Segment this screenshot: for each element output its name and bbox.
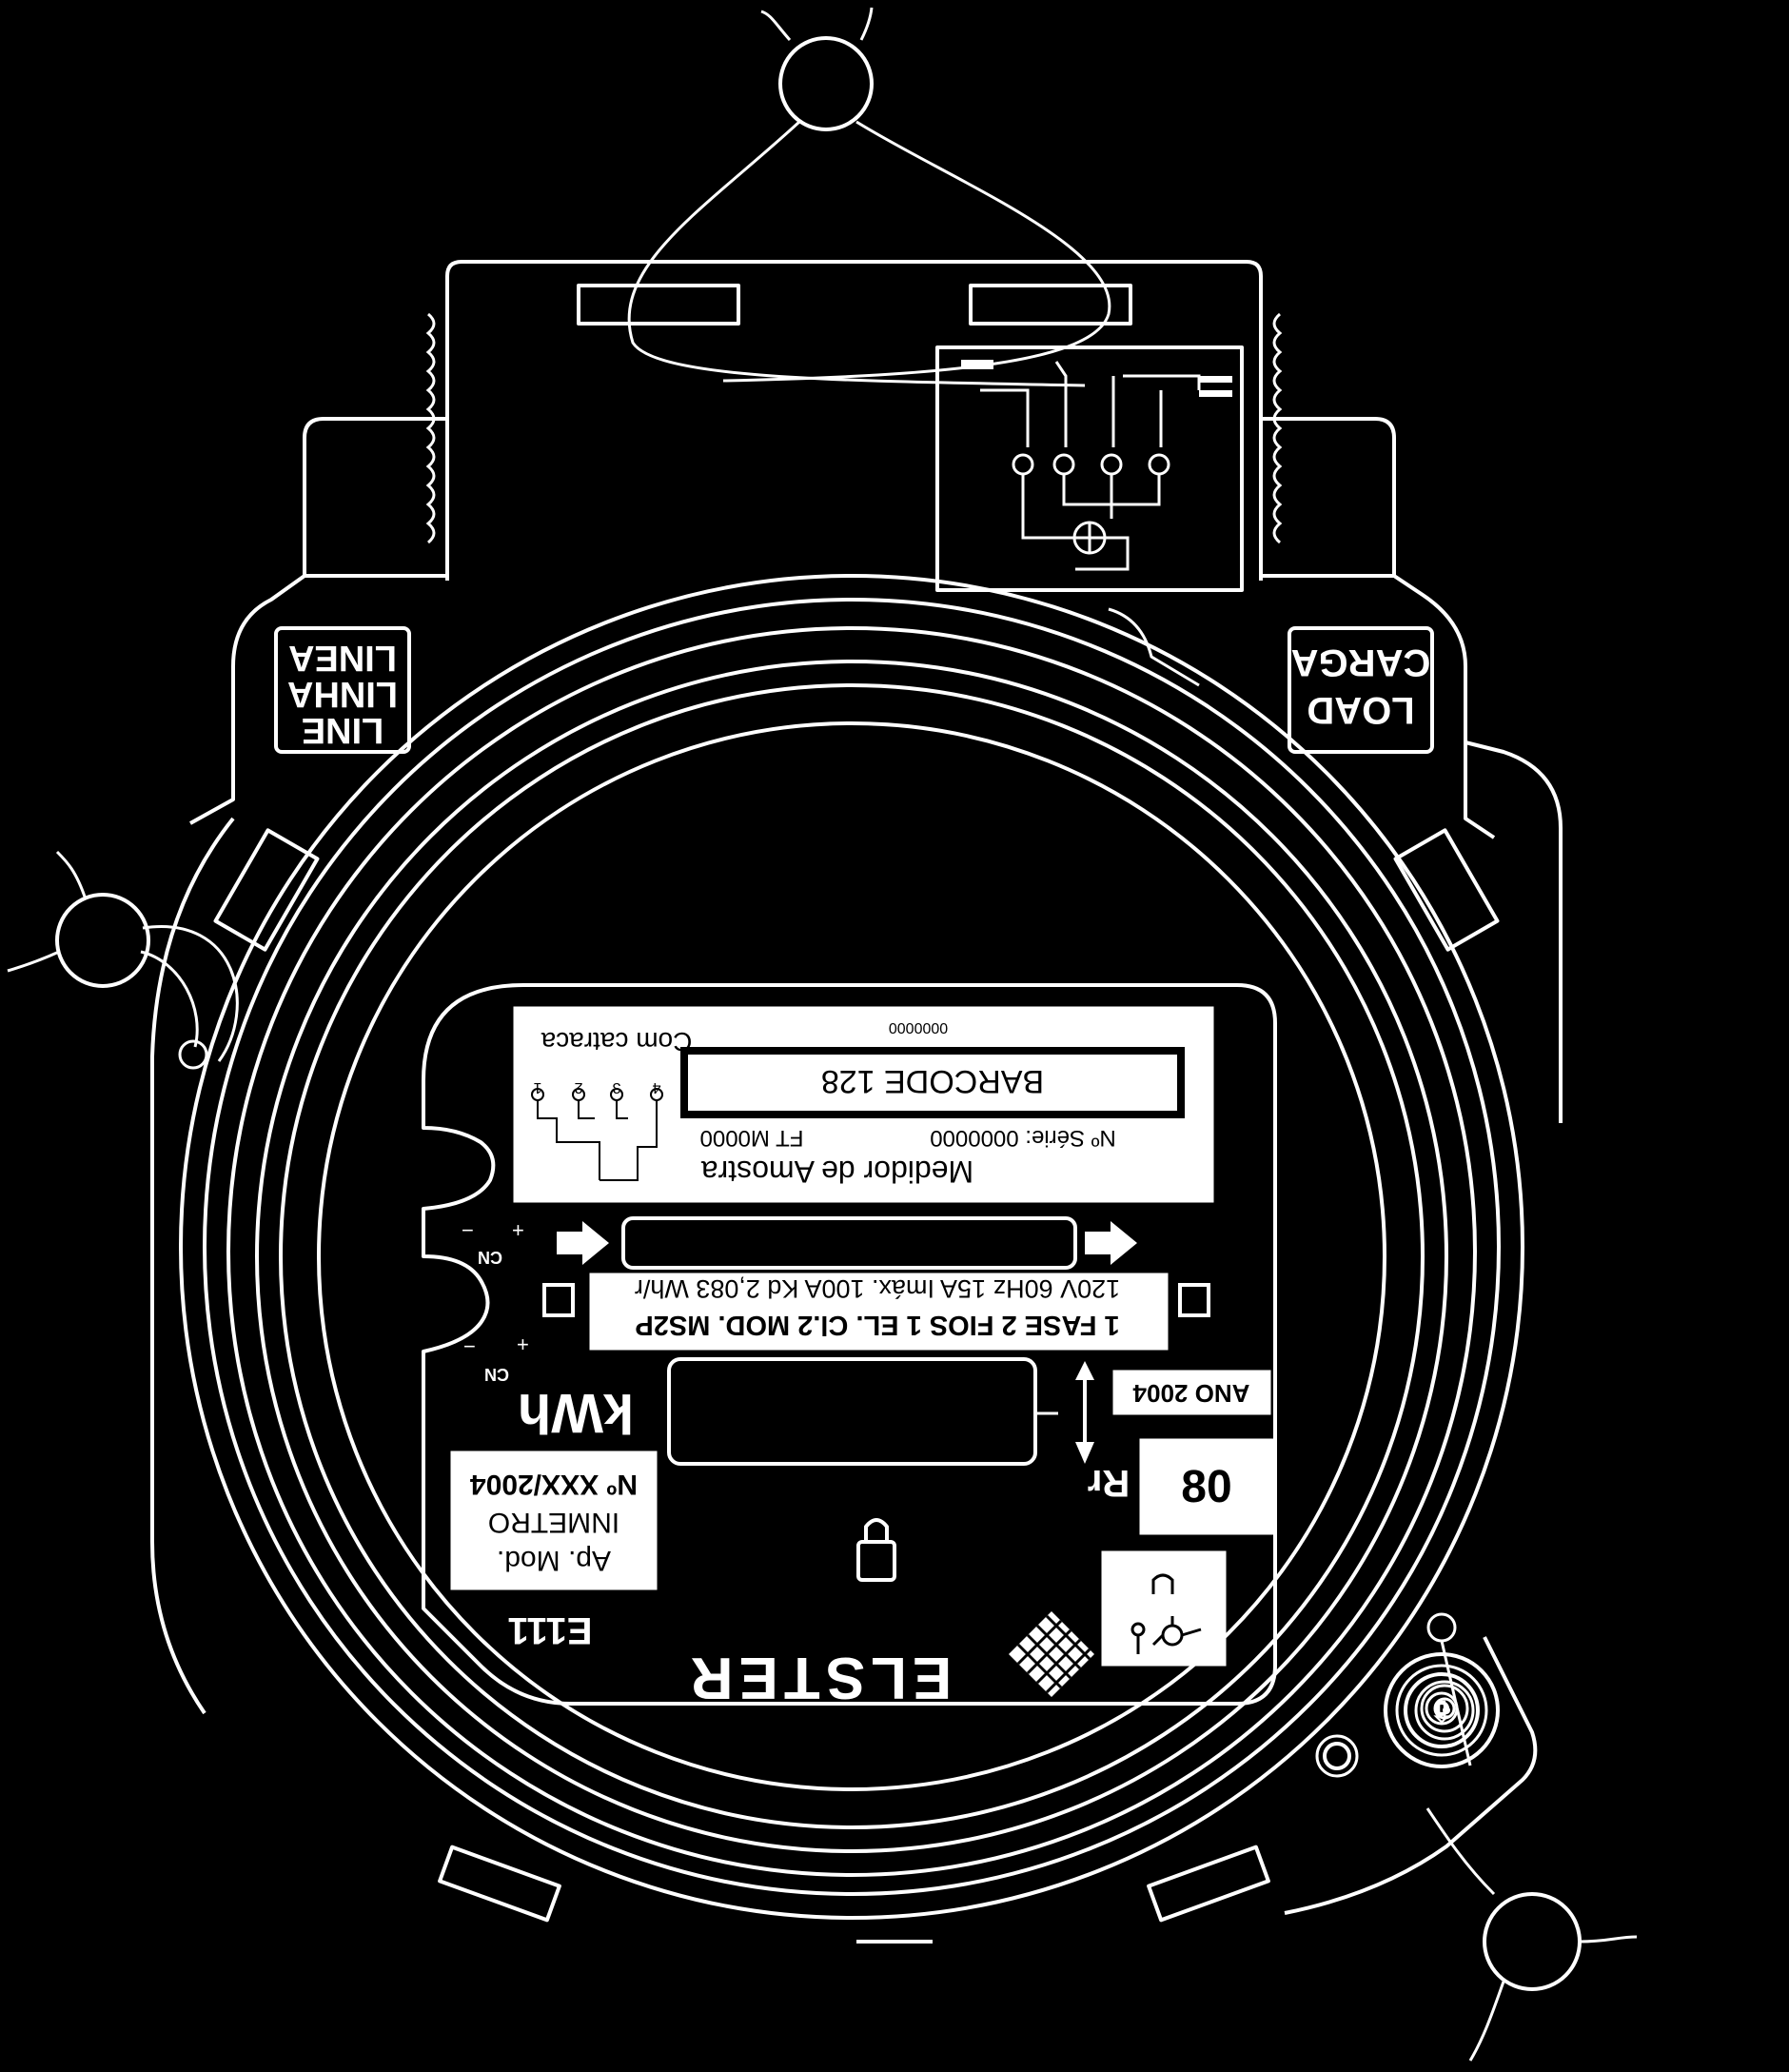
rr-value: 80 [1181,1462,1231,1512]
nameplate-title: Medidor de Amostra [701,1154,974,1189]
ratings-block: 120V 60Hz 15A Imáx. 100A Kd 2,083 Wh/r 1… [542,1273,1210,1351]
rr-label: Rr [1088,1462,1130,1504]
year-label: ANO 2004 [1132,1379,1249,1408]
left-seal [7,850,239,1070]
brand-label: ELSTER [685,1645,953,1710]
line-label-es: LINEA [288,638,397,678]
terminal-number-4: 4 [652,1079,660,1095]
terminal-number-3: 3 [612,1079,620,1095]
creep-minus-top: − [462,1218,474,1242]
info-block: Com catraca 0000000 BARCODE 128 FT M0000… [513,1006,1214,1203]
terminal-number-2: 2 [574,1079,582,1095]
creep-plus-bottom: + [517,1332,529,1356]
lock-icon [856,1518,896,1582]
disk-window [557,1216,1137,1270]
model-brand: E111 ELSTER [507,1609,1094,1710]
line-label-pt: LINHA [287,674,398,714]
approval-line-2: INMETRO [488,1507,619,1538]
barcode-label: BARCODE 128 [821,1063,1044,1099]
brand-logo-icon [1009,1611,1094,1697]
ratings-line-2: 1 FASE 2 FIOS 1 EL. Cl.2 MOD. MS2P [635,1310,1119,1340]
com-catraca-label: Com catraca [541,1027,692,1056]
creep-plus-top: + [512,1218,524,1242]
top-seal [627,7,1111,387]
nameplate [422,983,1277,1706]
terminal-number-1: 1 [533,1079,541,1095]
calibration-dial: ⇩ [1284,1636,1538,1915]
ratings-line-1: 120V 60Hz 15A Imáx. 100A Kd 2,083 Wh/r [635,1274,1120,1303]
approval-line-3: Nº XXX/2004 [470,1469,638,1500]
creep-minus-bottom: − [463,1334,476,1358]
approval-line-1: Ap. Mod. [497,1545,611,1576]
line-label-box: LINE LINHA LINEA [274,626,411,754]
meter-rings [179,574,1524,1944]
meter-base-body [150,574,1563,1715]
creep-symbol-bottom: CN [484,1365,509,1384]
bottom-right-seal [1425,1612,1638,2062]
wiring-diagram [935,345,1244,592]
left-arrow-icon [557,1221,609,1265]
small-serial: 0000000 [889,1019,948,1036]
load-label-en: LOAD [1307,689,1414,731]
model-label: E111 [507,1609,592,1651]
terminal-diagram: 1 2 3 4 [531,1079,663,1181]
ft-label: FT M0000 [700,1125,804,1151]
approval-box: Ap. Mod. INMETRO Nº XXX/2004 [450,1450,658,1590]
kwh-unit: kWh [518,1382,634,1444]
line-label-en: LINE [302,710,384,750]
serie-label: Nº Série: 0000000 [930,1125,1116,1151]
test-mode-box [1101,1550,1227,1667]
right-arrow-icon [1085,1221,1137,1265]
creep-symbols: CN + − CN + − [462,1218,529,1384]
register-area: kWh ANO 2004 80 Rr [518,1357,1274,1535]
load-label-box: LOAD CARGA [1288,626,1434,754]
meter-base-top [303,260,1396,581]
creep-symbol-top: CN [478,1248,502,1267]
load-label-pt: CARGA [1291,641,1431,683]
